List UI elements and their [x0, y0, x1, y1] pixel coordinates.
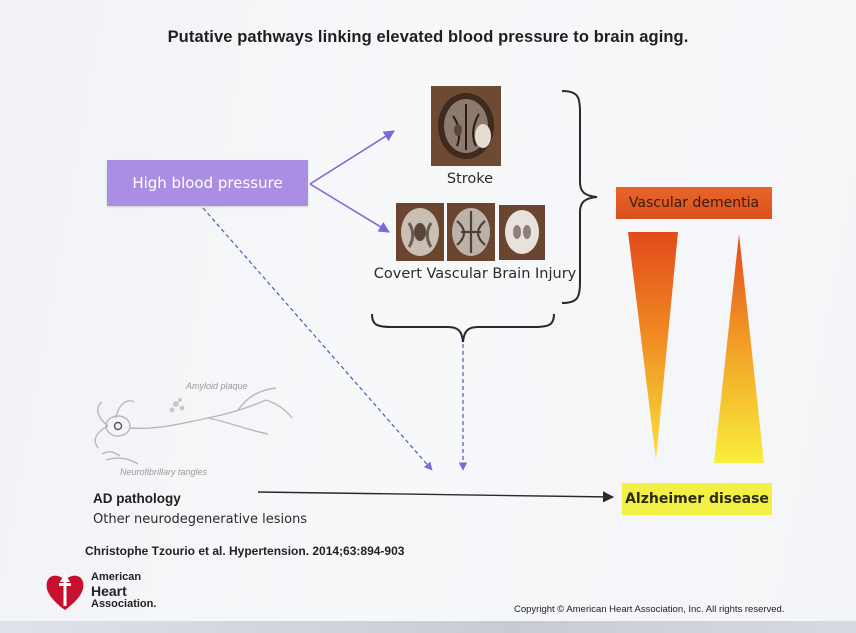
bottom-brace: [371, 313, 555, 343]
aha-logo-line3: Association.: [91, 597, 157, 610]
neuron-sketch-image: [94, 387, 293, 465]
screen-bottom-edge: [0, 621, 856, 633]
cvbi-mri-image-1: [396, 203, 444, 261]
arrow-hbp-to-cvbi: [309, 183, 390, 233]
vascular-dementia-gradient-triangle: [628, 232, 678, 460]
cvbi-label: Covert Vascular Brain Injury: [373, 266, 577, 282]
cvbi-mri-image-3: [499, 205, 545, 260]
copyright-notice: Copyright © American Heart Association, …: [514, 604, 785, 615]
citation: Christophe Tzourio et al. Hypertension. …: [85, 544, 405, 558]
arrow-adpath-to-alzheimer: [257, 491, 615, 503]
right-brace: [561, 90, 598, 304]
ad-pathology-label: AD pathology: [93, 491, 181, 506]
vascular-dementia-box: Vascular dementia: [616, 187, 772, 219]
cvbi-mri-image-2: [447, 203, 495, 261]
heart-torch-logo-icon: [46, 572, 84, 610]
high-blood-pressure-box: High blood pressure: [107, 160, 308, 206]
stroke-label: Stroke: [446, 171, 494, 187]
neurofibrillary-tangles-label: Neurofibrillary tangles: [120, 467, 208, 477]
aha-logo-line2: Heart: [91, 582, 127, 599]
arrow-hbp-to-stroke: [309, 130, 395, 185]
alzheimer-gradient-triangle: [714, 234, 764, 463]
alzheimer-disease-box: Alzheimer disease: [622, 483, 772, 515]
diagram-title: Putative pathways linking elevated blood…: [167, 28, 689, 46]
aha-logo-line1: American: [91, 571, 142, 583]
amyloid-plaque-label: Amyloid plaque: [186, 381, 248, 391]
other-lesions-label: Other neurodegenerative lesions: [93, 512, 308, 527]
arrow-hbp-to-alzheimer: [202, 207, 433, 471]
aha-logo-text: American Heart Association.: [91, 571, 156, 610]
stroke-mri-image: [431, 86, 501, 166]
